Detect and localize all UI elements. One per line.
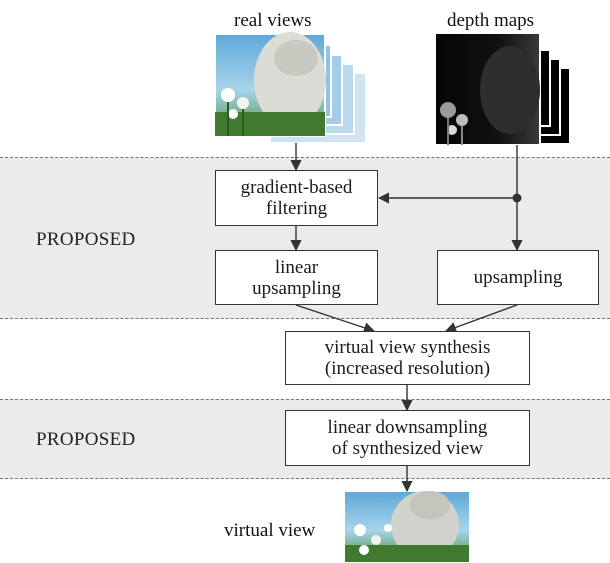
downsampling-box: linear downsampling of synthesized view bbox=[285, 410, 530, 466]
depth-maps-stack bbox=[434, 32, 571, 146]
gradient-filtering-label: gradient-based filtering bbox=[240, 177, 353, 219]
depth-upsampling-label: upsampling bbox=[473, 267, 563, 288]
real-views-label: real views bbox=[234, 10, 312, 31]
view-synthesis-label: virtual view synthesis (increased resolu… bbox=[324, 337, 491, 379]
virtual-view-label: virtual view bbox=[224, 520, 316, 541]
linear-upsampling-box: linear upsampling bbox=[215, 250, 378, 305]
arrow-upsampling-to-synthesis bbox=[444, 304, 518, 333]
real-view-front bbox=[214, 32, 326, 137]
junction-dot bbox=[512, 193, 522, 203]
downsampling-label: linear downsampling of synthesized view bbox=[327, 417, 488, 459]
view-synthesis-box: virtual view synthesis (increased resolu… bbox=[285, 331, 530, 385]
band-label-proposed-top: PROPOSED bbox=[36, 229, 136, 250]
band-label-proposed-bottom: PROPOSED bbox=[36, 429, 136, 450]
depth-maps-label: depth maps bbox=[447, 10, 535, 31]
gradient-filtering-box: gradient-based filtering bbox=[215, 170, 378, 226]
virtual-view-image bbox=[345, 491, 469, 562]
real-views-stack bbox=[214, 32, 367, 144]
arrow-linear-upsampling-to-synthesis bbox=[295, 304, 376, 334]
depth-map-front bbox=[434, 32, 541, 146]
depth-upsampling-box: upsampling bbox=[437, 250, 599, 305]
linear-upsampling-label: linear upsampling bbox=[252, 256, 341, 299]
